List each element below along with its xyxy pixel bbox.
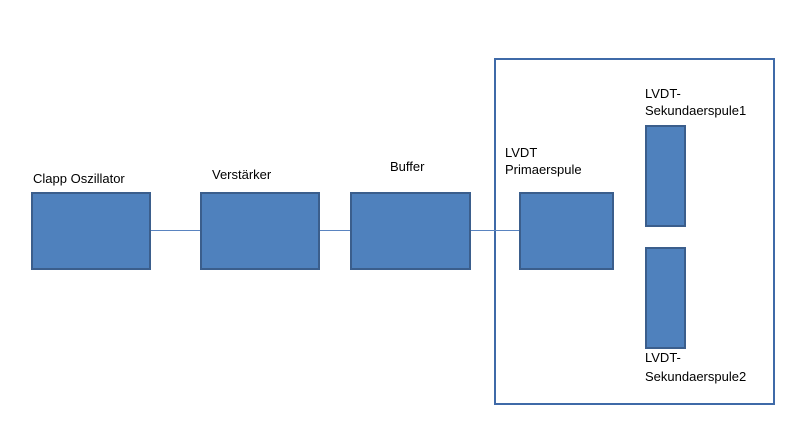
lvdt-secondary1-label-line1: LVDT-: [645, 86, 681, 101]
buffer-block: [350, 192, 471, 270]
amplifier-block: [200, 192, 320, 270]
lvdt-primary-coil-block: [519, 192, 614, 270]
clapp-oscillator-label: Clapp Oszillator: [33, 171, 125, 186]
buffer-label: Buffer: [390, 159, 425, 174]
lvdt-secondary2-label-line2: Sekundaerspule2: [645, 369, 747, 384]
clapp-oscillator-block: [31, 192, 151, 270]
lvdt-primary-label-line2: Primaerspule: [505, 162, 582, 177]
lvdt-primary-label-line1: LVDT: [505, 145, 538, 160]
amplifier-label: Verstärker: [212, 167, 272, 182]
wire-oscillator-amplifier: [150, 230, 201, 231]
lvdt-secondary1-label-line2: Sekundaerspule1: [645, 103, 747, 118]
lvdt-secondary2-label-line1: LVDT-: [645, 350, 681, 365]
lvdt-enclosure: [494, 58, 775, 405]
wire-buffer-primary: [470, 230, 520, 231]
lvdt-secondary-coil2-block: [645, 247, 686, 349]
lvdt-secondary-coil1-block: [645, 125, 686, 227]
wire-amplifier-buffer: [319, 230, 351, 231]
